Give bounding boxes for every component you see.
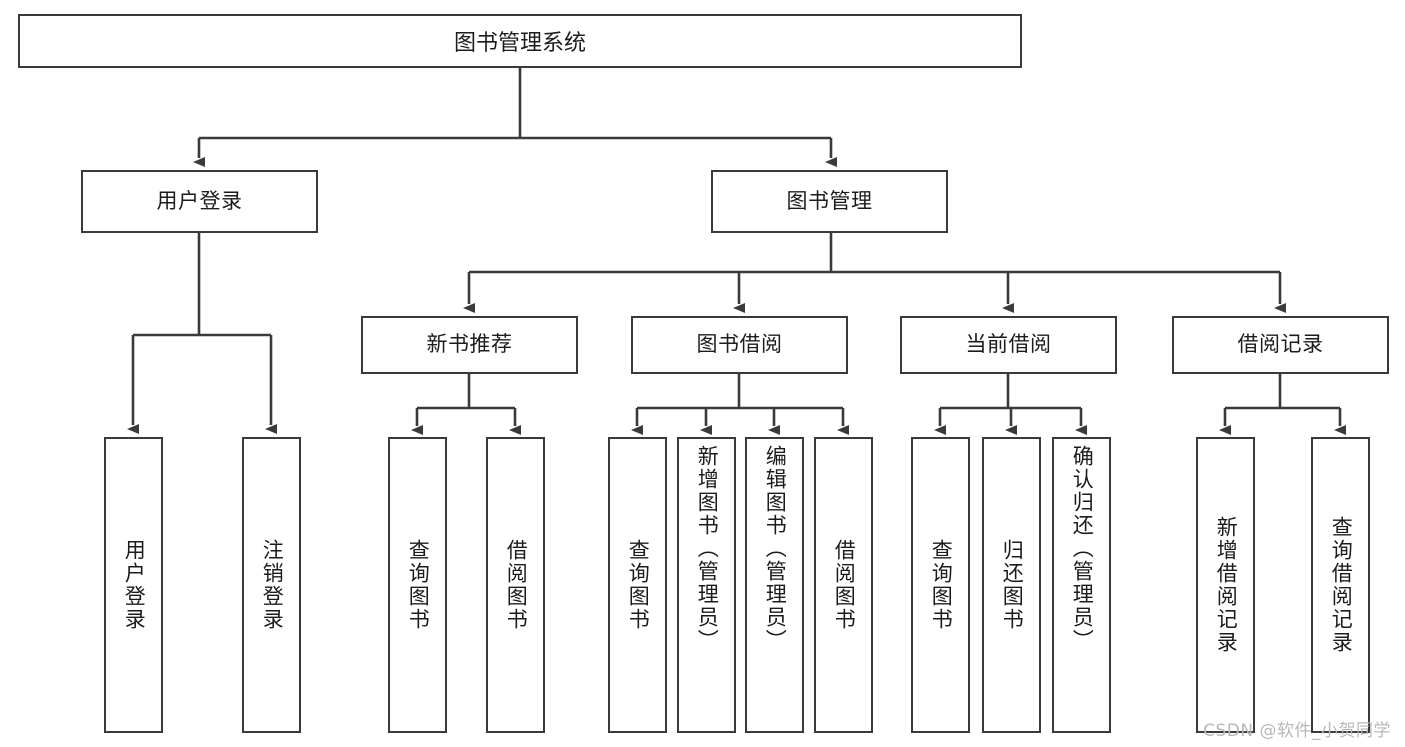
- node-book-borrow[interactable]: 图书借阅: [631, 316, 848, 374]
- node-book-management[interactable]: 图书管理: [711, 170, 948, 233]
- leaf-borrow-book[interactable]: 借阅图书: [814, 437, 873, 733]
- leaf-borrow-book-recommend[interactable]: 借阅图书: [486, 437, 545, 733]
- watermark: CSDN @软件_小贺同学: [1203, 721, 1391, 741]
- leaf-add-book-admin[interactable]: 新增图书（管理员）: [677, 437, 736, 733]
- leaf-query-book-current[interactable]: 查询图书: [911, 437, 970, 733]
- leaf-query-book-borrow[interactable]: 查询图书: [608, 437, 667, 733]
- node-user-login[interactable]: 用户登录: [81, 170, 318, 233]
- leaf-add-borrow-record[interactable]: 新增借阅记录: [1196, 437, 1255, 733]
- leaf-query-borrow-record[interactable]: 查询借阅记录: [1311, 437, 1370, 733]
- node-root[interactable]: 图书管理系统: [18, 14, 1022, 68]
- leaf-logout[interactable]: 注销登录: [242, 437, 301, 733]
- node-new-book-recommend[interactable]: 新书推荐: [361, 316, 578, 374]
- node-current-borrow[interactable]: 当前借阅: [900, 316, 1117, 374]
- node-borrow-record[interactable]: 借阅记录: [1172, 316, 1389, 374]
- leaf-user-login[interactable]: 用户登录: [104, 437, 163, 733]
- leaf-edit-book-admin[interactable]: 编辑图书（管理员）: [745, 437, 804, 733]
- leaf-confirm-return-admin[interactable]: 确认归还（管理员）: [1052, 437, 1111, 733]
- leaf-query-book-recommend[interactable]: 查询图书: [388, 437, 447, 733]
- leaf-return-book[interactable]: 归还图书: [982, 437, 1041, 733]
